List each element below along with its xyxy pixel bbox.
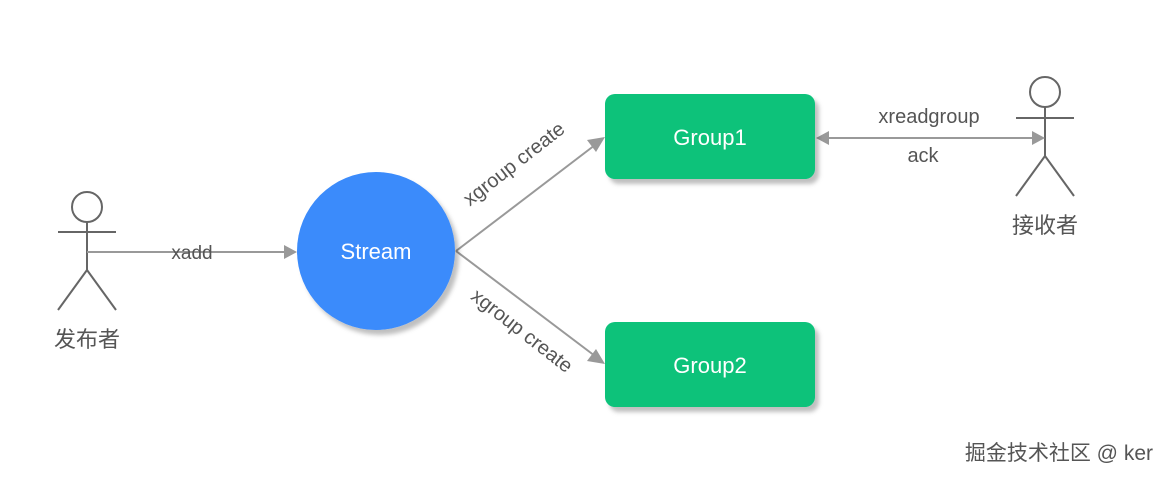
create2-label: xgroup create <box>467 285 577 378</box>
create2-line <box>455 250 596 357</box>
publisher-actor[interactable]: 发布者 <box>54 191 120 352</box>
receiver-right-leg <box>1044 155 1075 197</box>
edge-create-group2: xgroup create <box>455 250 605 378</box>
ack-label: ack <box>907 145 939 167</box>
ack-arrowhead-right <box>1032 131 1045 145</box>
stream-label: Stream <box>341 239 412 264</box>
create2-arrowhead <box>587 349 605 364</box>
edge-group1-receiver: xreadgroup ack <box>816 106 1045 167</box>
stream-node[interactable]: Stream <box>297 172 455 330</box>
receiver-left-leg <box>1015 155 1046 197</box>
create1-label: xgroup create <box>459 118 569 211</box>
publisher-left-leg <box>57 269 88 311</box>
receiver-label: 接收者 <box>1012 213 1078 238</box>
group2-box <box>605 322 815 407</box>
group2-node[interactable]: Group2 <box>605 322 815 407</box>
xreadgroup-label: xreadgroup <box>878 106 979 128</box>
stream-circle <box>297 172 455 330</box>
xadd-arrowhead <box>284 245 297 259</box>
group2-label: Group2 <box>673 353 746 378</box>
receiver-head <box>1029 76 1061 108</box>
read-arrowhead-left <box>816 131 829 145</box>
group1-box <box>605 94 815 179</box>
edge-xadd: xadd <box>87 243 297 264</box>
receiver-actor[interactable]: 接收者 <box>1012 76 1078 238</box>
publisher-right-leg <box>86 269 117 311</box>
publisher-head <box>71 191 103 223</box>
create1-arrowhead <box>587 137 605 152</box>
xadd-label: xadd <box>171 243 212 264</box>
group1-node[interactable]: Group1 <box>605 94 815 179</box>
publisher-label: 发布者 <box>54 327 120 352</box>
watermark-text: 掘金技术社区 @ ker <box>965 442 1153 465</box>
edge-create-group1: xgroup create <box>455 118 605 252</box>
create1-line <box>455 144 596 252</box>
group1-label: Group1 <box>673 125 746 150</box>
